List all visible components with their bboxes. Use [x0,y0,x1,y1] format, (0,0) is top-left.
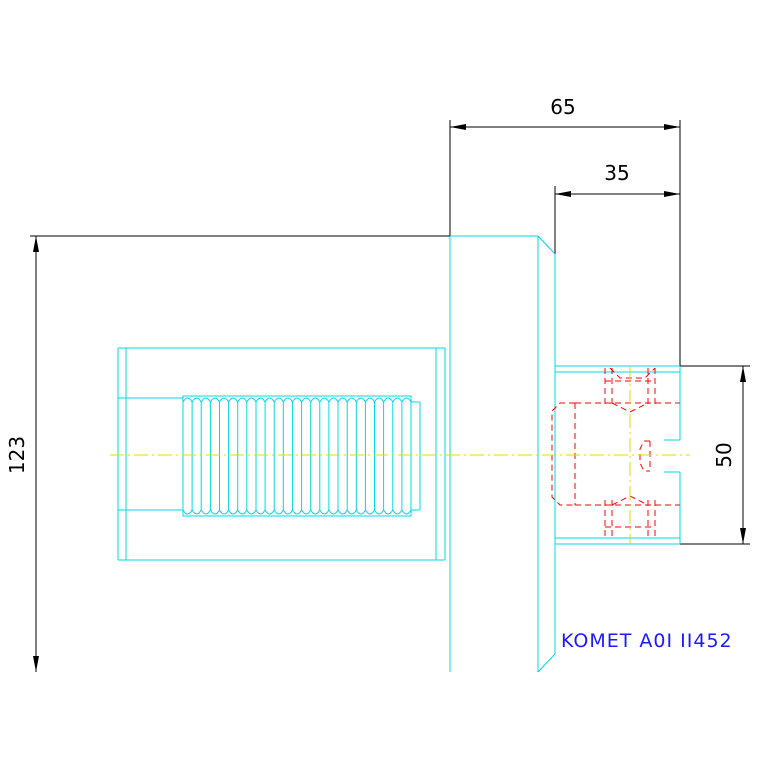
dimension-35-label: 35 [604,161,629,185]
thread-tooth-crest-bottom [282,509,293,515]
thread-tooth-crest-bottom [301,509,312,515]
thread-tooth-crest-bottom [346,509,357,515]
thread-tooth-crest-top [310,397,321,403]
thread-tooth-crest-bottom [246,509,257,515]
thread-tooth-crest-top [346,397,357,403]
thread-tooth-crest-bottom [401,509,412,515]
thread-tooth-crest-top [301,397,312,403]
dimension-lines [30,120,750,672]
thread-tooth-crest-bottom [383,509,394,515]
thread-tooth-crest-top [255,397,266,403]
thread-tooth-crest-bottom [310,509,321,515]
part-outline [117,235,681,673]
thread-tooth-crest-top [264,397,275,403]
thread-tooth-crest-top [337,397,348,403]
thread-tooth-crest-bottom [392,509,403,515]
thread-tooth-crest-bottom [264,509,275,515]
thread-tooth-crest-top [392,397,403,403]
thread-tooth-crest-top [328,397,339,403]
thread-tooth-crest-top [219,397,230,403]
thread-teeth [182,397,412,515]
thread-tooth-crest-bottom [374,509,385,515]
thread-tooth-crest-top [355,397,366,403]
thread-tooth-crest-bottom [328,509,339,515]
thread-tooth-crest-top [182,397,193,403]
thread-tooth-crest-bottom [337,509,348,515]
thread-tooth-crest-top [319,397,330,403]
thread-tooth-crest-top [401,397,412,403]
thread-tooth-crest-bottom [355,509,366,515]
thread-tooth-crest-top [246,397,257,403]
thread-tooth-crest-bottom [291,509,303,515]
thread-tooth-crest-bottom [319,509,330,515]
thread-tooth-crest-top [200,397,211,403]
part-label: KOMET A0I II452 [561,630,733,652]
thread-tooth-crest-bottom [255,509,266,515]
dimension-65-label: 65 [550,95,575,119]
dimension-123-label: 123 [5,436,29,474]
dimension-50-label: 50 [712,442,736,467]
thread-tooth-crest-top [383,397,394,403]
thread-tooth-crest-top [273,397,284,403]
thread-tooth-crest-top [209,397,220,403]
thread-tooth-crest-bottom [219,509,230,515]
hidden-lines [551,367,680,540]
centerlines [110,366,690,544]
thread-tooth-crest-bottom [364,509,375,515]
thread-tooth-crest-bottom [182,509,193,515]
thread-tooth-crest-top [191,397,202,403]
thread-tooth-crest-top [237,397,248,403]
thread-tooth-crest-top [228,397,239,403]
thread-tooth-crest-bottom [237,509,248,515]
thread-tooth-crest-top [374,397,385,403]
thread-tooth-crest-bottom [191,509,202,515]
thread-tooth-crest-bottom [228,509,239,515]
thread-tooth-crest-top [364,397,375,403]
thread-tooth-crest-top [291,397,303,403]
thread-tooth-crest-bottom [200,509,211,515]
thread-tooth-crest-bottom [273,509,284,515]
thread-tooth-crest-top [282,397,293,403]
thread-tooth-crest-bottom [209,509,220,515]
dimension-arrows [33,124,746,672]
